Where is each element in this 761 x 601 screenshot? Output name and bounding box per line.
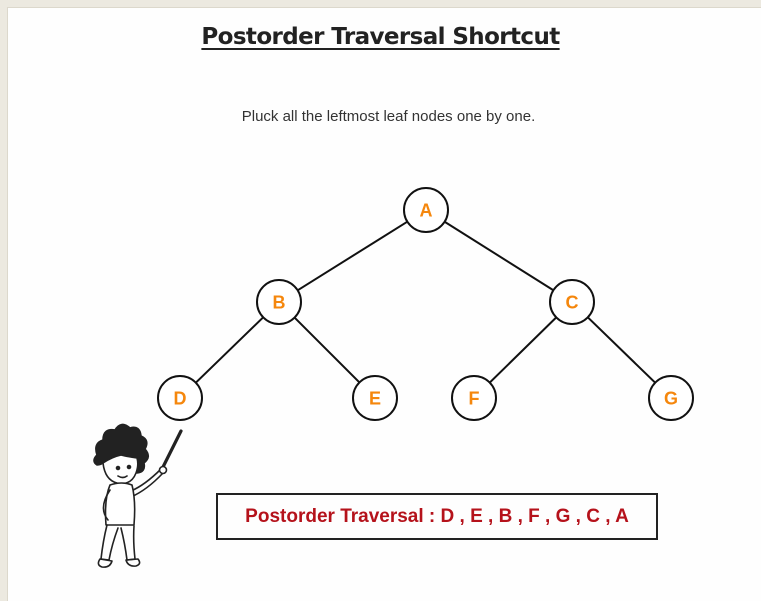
tree-node-label: E xyxy=(369,389,381,409)
tree-node-circle xyxy=(352,375,398,421)
tree-nodes: A B C D E F G xyxy=(157,187,694,421)
tree-node-C: C xyxy=(549,279,595,325)
postorder-result-box: Postorder Traversal : D , E , B , F , G … xyxy=(216,493,658,540)
tree-edges xyxy=(195,220,656,384)
tree-edge-A-C xyxy=(444,220,554,292)
tree-node-label: G xyxy=(664,389,678,409)
person-pointing-icon xyxy=(93,423,183,568)
tree-node-circle xyxy=(256,279,302,325)
tree-node-circle xyxy=(451,375,497,421)
tree-node-E: E xyxy=(352,375,398,421)
tree-node-label: D xyxy=(174,389,187,409)
tree-node-circle xyxy=(157,375,203,421)
tree-node-D: D xyxy=(157,375,203,421)
tree-edge-A-B xyxy=(297,220,408,292)
result-sequence: D , E , B , F , G , C , A xyxy=(440,505,629,527)
tree-edge-B-E xyxy=(293,316,361,384)
tree-node-label: B xyxy=(273,293,286,313)
page-subtitle: Pluck all the leftmost leaf nodes one by… xyxy=(241,108,536,125)
tree-node-B: B xyxy=(256,279,302,325)
tree-edge-B-D xyxy=(195,316,264,384)
tree-edge-C-F xyxy=(489,316,557,384)
tree-node-label: F xyxy=(469,389,480,409)
result-label: Postorder Traversal : xyxy=(245,505,436,527)
page-title: Postorder Traversal Shortcut xyxy=(201,24,560,50)
tree-node-A: A xyxy=(403,187,449,233)
tree-edge-C-G xyxy=(587,316,656,384)
tree-node-circle xyxy=(549,279,595,325)
tree-node-circle xyxy=(648,375,694,421)
tree-node-label: C xyxy=(566,293,579,313)
tree-node-circle xyxy=(403,187,449,233)
tree-node-label: A xyxy=(420,201,433,221)
tree-node-G: G xyxy=(648,375,694,421)
tree-node-F: F xyxy=(451,375,497,421)
